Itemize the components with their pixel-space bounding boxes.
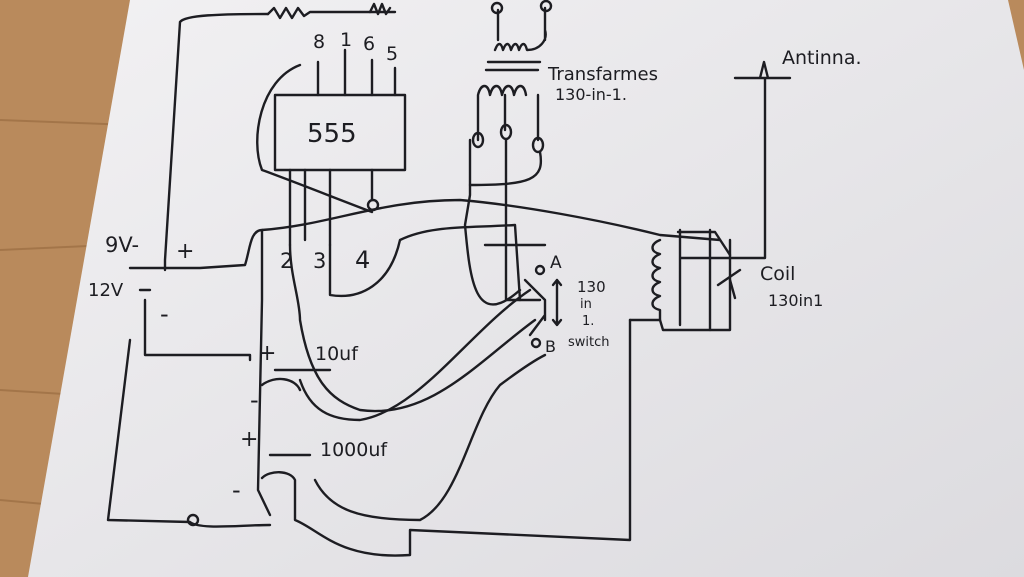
switch-label-4: switch xyxy=(568,335,610,350)
battery-minus: - xyxy=(160,300,169,328)
ic-pin-6: 6 xyxy=(363,33,375,55)
transformer-ratio: 130-in-1. xyxy=(555,85,627,104)
ic-pin-5: 5 xyxy=(386,43,398,65)
paper-sheet xyxy=(28,0,1024,577)
switch-label-2: in xyxy=(580,297,592,312)
ic-label: 555 xyxy=(307,119,357,149)
ic-pin-3: 3 xyxy=(313,249,326,273)
coil-ratio: 130in1 xyxy=(768,291,823,310)
cap2-minus: - xyxy=(232,476,241,504)
cap1-value: 10uf xyxy=(315,343,359,365)
antenna-label: Antinna. xyxy=(782,47,862,69)
cap2-plus: + xyxy=(240,427,258,452)
battery-voltage-top: 9V- xyxy=(105,233,139,257)
switch-terminal-a: A xyxy=(550,253,562,273)
switch-label-3: 1. xyxy=(582,314,594,329)
battery-plus: + xyxy=(176,239,194,264)
ic-pin-2: 2 xyxy=(280,249,293,273)
ic-pin-8: 8 xyxy=(313,31,325,53)
switch-label-1: 130 xyxy=(577,278,606,296)
transformer-label: Transfarmes xyxy=(547,64,658,85)
ic-pin-4: 4 xyxy=(355,246,370,274)
labels: 9V- + 12V - 555 8 1 6 5 2 3 4 Transfarme… xyxy=(88,29,862,504)
battery-voltage-bottom: 12V xyxy=(88,280,124,301)
cap2-value: 1000uf xyxy=(320,439,388,461)
cap1-plus: + xyxy=(258,341,276,366)
circuit-wires xyxy=(106,0,792,557)
cap1-minus: - xyxy=(250,386,259,414)
ic-pin-1: 1 xyxy=(340,29,352,51)
coil-label: Coil xyxy=(760,263,795,285)
switch-terminal-b: B xyxy=(545,337,556,356)
